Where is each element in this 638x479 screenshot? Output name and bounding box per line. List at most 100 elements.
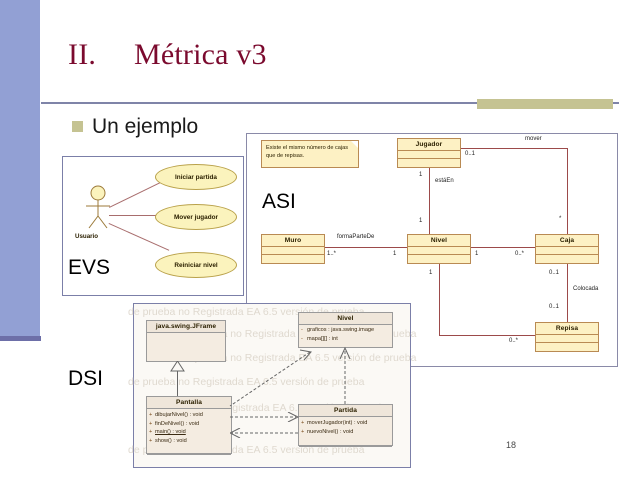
mult-nivel-repisa: 1 bbox=[429, 270, 433, 276]
class-method: +moverJugador(int) : void bbox=[301, 419, 390, 428]
class-name: Partida bbox=[299, 405, 392, 417]
slide-left-band-foot bbox=[0, 336, 41, 341]
mult-muro-nivel: 1..* bbox=[327, 251, 337, 257]
assoc-jugador-caja-v bbox=[567, 148, 568, 234]
mult-caja-repisa: 0..1 bbox=[549, 270, 560, 276]
visibility-marker: + bbox=[149, 429, 153, 436]
class-method: +finDeNivel() : void bbox=[149, 420, 229, 429]
evs-use-case-diagram: Usuario Iniciar partida Mover jugador Re… bbox=[62, 156, 244, 296]
class-name: Repisa bbox=[536, 323, 598, 335]
generalization-line bbox=[177, 370, 178, 396]
bullet-item: Un ejemplo bbox=[72, 116, 198, 137]
use-case-label: Iniciar partida bbox=[175, 173, 217, 181]
class-attributes bbox=[536, 247, 598, 255]
page-title: II. Métrica v3 bbox=[68, 38, 267, 71]
class-operations bbox=[398, 159, 460, 166]
assoc-jugador-nivel bbox=[429, 168, 430, 234]
assoc-label-colocada: Colocada bbox=[573, 286, 599, 292]
class-attributes bbox=[262, 247, 324, 255]
class-operations: +moverJugador(int) : void +nuevoNivel() … bbox=[299, 417, 392, 447]
class-nivel[interactable]: Nivel bbox=[407, 234, 471, 264]
assoc-caja-repisa bbox=[567, 264, 568, 322]
class-method: +show() : void bbox=[149, 437, 229, 446]
class-attributes bbox=[408, 247, 470, 255]
bullet-label: Un ejemplo bbox=[92, 115, 199, 138]
class-attributes: -graficos : java.swing.image -mapa[][] :… bbox=[299, 325, 392, 348]
use-case-mover-jugador[interactable]: Mover jugador bbox=[155, 204, 237, 230]
use-case-label: Mover jugador bbox=[173, 213, 219, 221]
class-operations bbox=[408, 255, 470, 262]
method-text: moverJugador(int) : void bbox=[307, 420, 368, 426]
evs-tag: EVS bbox=[68, 256, 111, 279]
mult-nivel-jugador: 1 bbox=[419, 218, 423, 224]
class-pantalla[interactable]: Pantalla +dibujarNivel() : void +finDeNi… bbox=[146, 396, 232, 455]
mult-nivel-caja: 1 bbox=[475, 251, 479, 257]
use-case-reiniciar-nivel[interactable]: Reiniciar nivel bbox=[155, 252, 237, 278]
class-jugador[interactable]: Jugador bbox=[397, 138, 461, 168]
class-caja[interactable]: Caja bbox=[535, 234, 599, 264]
note-fold-icon bbox=[351, 141, 358, 148]
actor-icon bbox=[86, 185, 110, 229]
attribute-text: mapa[][] : int bbox=[307, 335, 338, 342]
title-divider bbox=[41, 102, 619, 104]
class-body bbox=[147, 333, 225, 362]
class-jframe[interactable]: java.swing.JFrame bbox=[146, 320, 226, 362]
visibility-marker: + bbox=[149, 412, 153, 418]
assoc-nivel-caja bbox=[471, 247, 535, 248]
method-text: dibujarNivel() : void bbox=[155, 412, 203, 418]
use-case-iniciar-partida[interactable]: Iniciar partida bbox=[155, 164, 237, 190]
evs-assoc-line-2 bbox=[109, 215, 157, 216]
mult-nivel-muro: 1 bbox=[393, 251, 397, 257]
method-text: nuevoNivel() : void bbox=[307, 428, 354, 435]
class-method: +nuevoNivel() : void bbox=[301, 428, 390, 437]
class-name: Jugador bbox=[398, 139, 460, 151]
visibility-marker: + bbox=[149, 437, 153, 444]
class-muro[interactable]: Muro bbox=[261, 234, 325, 264]
class-name: Muro bbox=[262, 235, 324, 247]
actor-label: Usuario bbox=[75, 233, 99, 240]
mult-repisa-nivel: 0..* bbox=[509, 338, 519, 344]
class-name: Caja bbox=[536, 235, 598, 247]
slide-number: 18 bbox=[506, 440, 517, 450]
evs-assoc-line-1 bbox=[109, 179, 166, 208]
dsi-class-diagram: de prueba no Registrada EA 6.5 versión d… bbox=[128, 303, 416, 468]
uml-note-text: Existe el mismo número de cajas que de r… bbox=[266, 145, 349, 160]
assoc-label-formapartede: formaParteDe bbox=[337, 234, 375, 240]
uml-note: Existe el mismo número de cajas que de r… bbox=[261, 140, 359, 168]
class-attribute: -mapa[][] : int bbox=[301, 335, 390, 344]
class-method: +main() : void bbox=[149, 428, 229, 437]
attribute-text: graficos : java.swing.image bbox=[307, 327, 375, 333]
class-attribute: -graficos : java.swing.image bbox=[301, 326, 390, 335]
visibility-marker: - bbox=[301, 327, 303, 333]
class-operations: +dibujarNivel() : void +finDeNivel() : v… bbox=[147, 409, 231, 455]
dependency-pantalla-partida bbox=[230, 412, 300, 422]
class-partida[interactable]: Partida +moverJugador(int) : void +nuevo… bbox=[298, 404, 393, 447]
watermark-line: de prueba no Registrada EA 6.5 versión d… bbox=[128, 376, 365, 388]
class-operations bbox=[536, 343, 598, 350]
visibility-marker: + bbox=[149, 420, 153, 427]
class-operations bbox=[536, 255, 598, 262]
class-name: java.swing.JFrame bbox=[147, 321, 225, 333]
mult-jugador-caja: 0..1 bbox=[465, 151, 476, 157]
evs-assoc-line-3 bbox=[108, 223, 170, 251]
class-method: +dibujarNivel() : void bbox=[149, 411, 229, 420]
method-text: show() : void bbox=[155, 437, 187, 444]
method-text: finDeNivel() : void bbox=[155, 420, 200, 427]
class-operations bbox=[262, 255, 324, 262]
bullet-square-icon bbox=[72, 121, 83, 132]
class-attributes bbox=[398, 151, 460, 159]
dependency-pantalla-nivel bbox=[229, 349, 312, 407]
class-repisa[interactable]: Repisa bbox=[535, 322, 599, 352]
asi-tag: ASI bbox=[262, 190, 296, 213]
method-text: main() : void bbox=[155, 429, 186, 436]
class-attributes bbox=[536, 335, 598, 343]
title-accent-block bbox=[477, 99, 613, 109]
visibility-marker: + bbox=[301, 420, 305, 426]
class-nivel-dsi[interactable]: Nivel -graficos : java.swing.image -mapa… bbox=[298, 312, 393, 348]
slide-left-band bbox=[0, 0, 40, 341]
visibility-marker: + bbox=[301, 428, 305, 435]
mult-caja-star: * bbox=[559, 216, 562, 222]
assoc-label-mover: mover bbox=[525, 136, 542, 142]
dsi-tag: DSI bbox=[68, 367, 104, 390]
class-name: Pantalla bbox=[147, 397, 231, 409]
